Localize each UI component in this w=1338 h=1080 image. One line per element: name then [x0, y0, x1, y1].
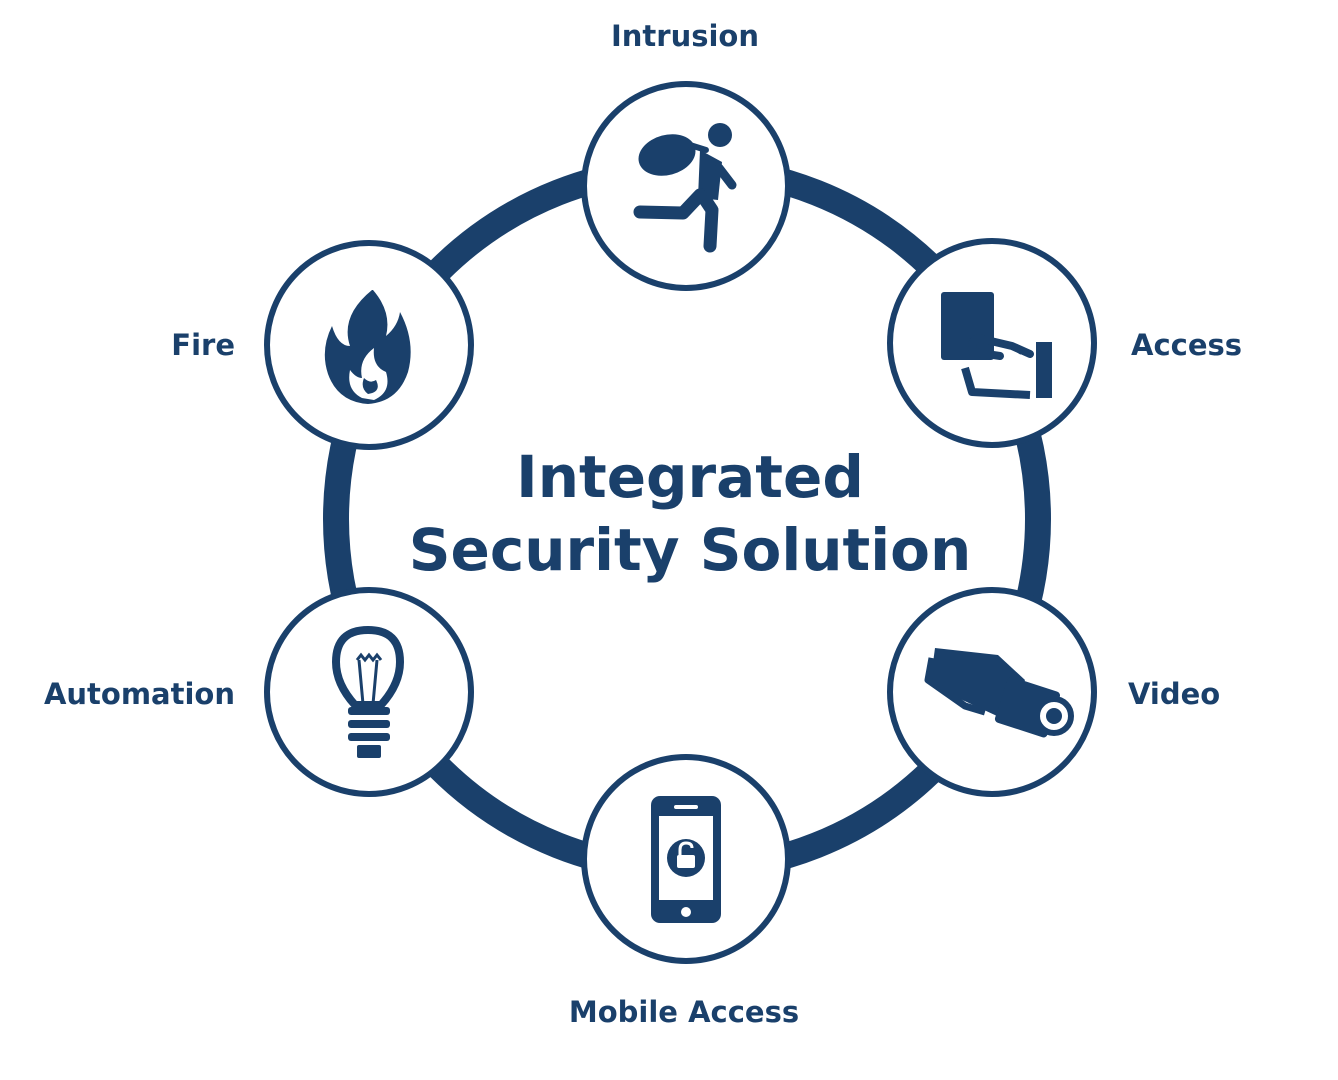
light-bulb-icon: [332, 626, 404, 758]
node-intrusion: Intrusion: [581, 19, 791, 291]
node-mobile-access-label: Mobile Access: [569, 995, 799, 1029]
node-intrusion-label: Intrusion: [611, 19, 759, 53]
card-reader-icon: [941, 292, 1052, 399]
center-title: Integrated Security Solution: [409, 443, 972, 584]
node-automation-label: Automation: [44, 677, 235, 711]
node-access-label: Access: [1131, 328, 1242, 362]
node-intrusion-circle: [581, 81, 791, 291]
burglar-icon: [633, 123, 737, 253]
security-camera-icon: [924, 648, 1074, 738]
node-video: Video: [887, 587, 1220, 797]
node-access: Access: [887, 238, 1242, 448]
node-mobile-access: Mobile Access: [569, 754, 799, 1029]
smartphone-lock-icon: [651, 796, 721, 923]
center-title-line2: Security Solution: [409, 516, 972, 584]
node-fire-label: Fire: [171, 328, 235, 362]
node-video-label: Video: [1128, 677, 1220, 711]
node-fire: Fire: [171, 240, 474, 450]
center-title-line1: Integrated: [516, 443, 864, 511]
flame-icon: [324, 290, 411, 404]
node-automation: Automation: [44, 587, 474, 797]
